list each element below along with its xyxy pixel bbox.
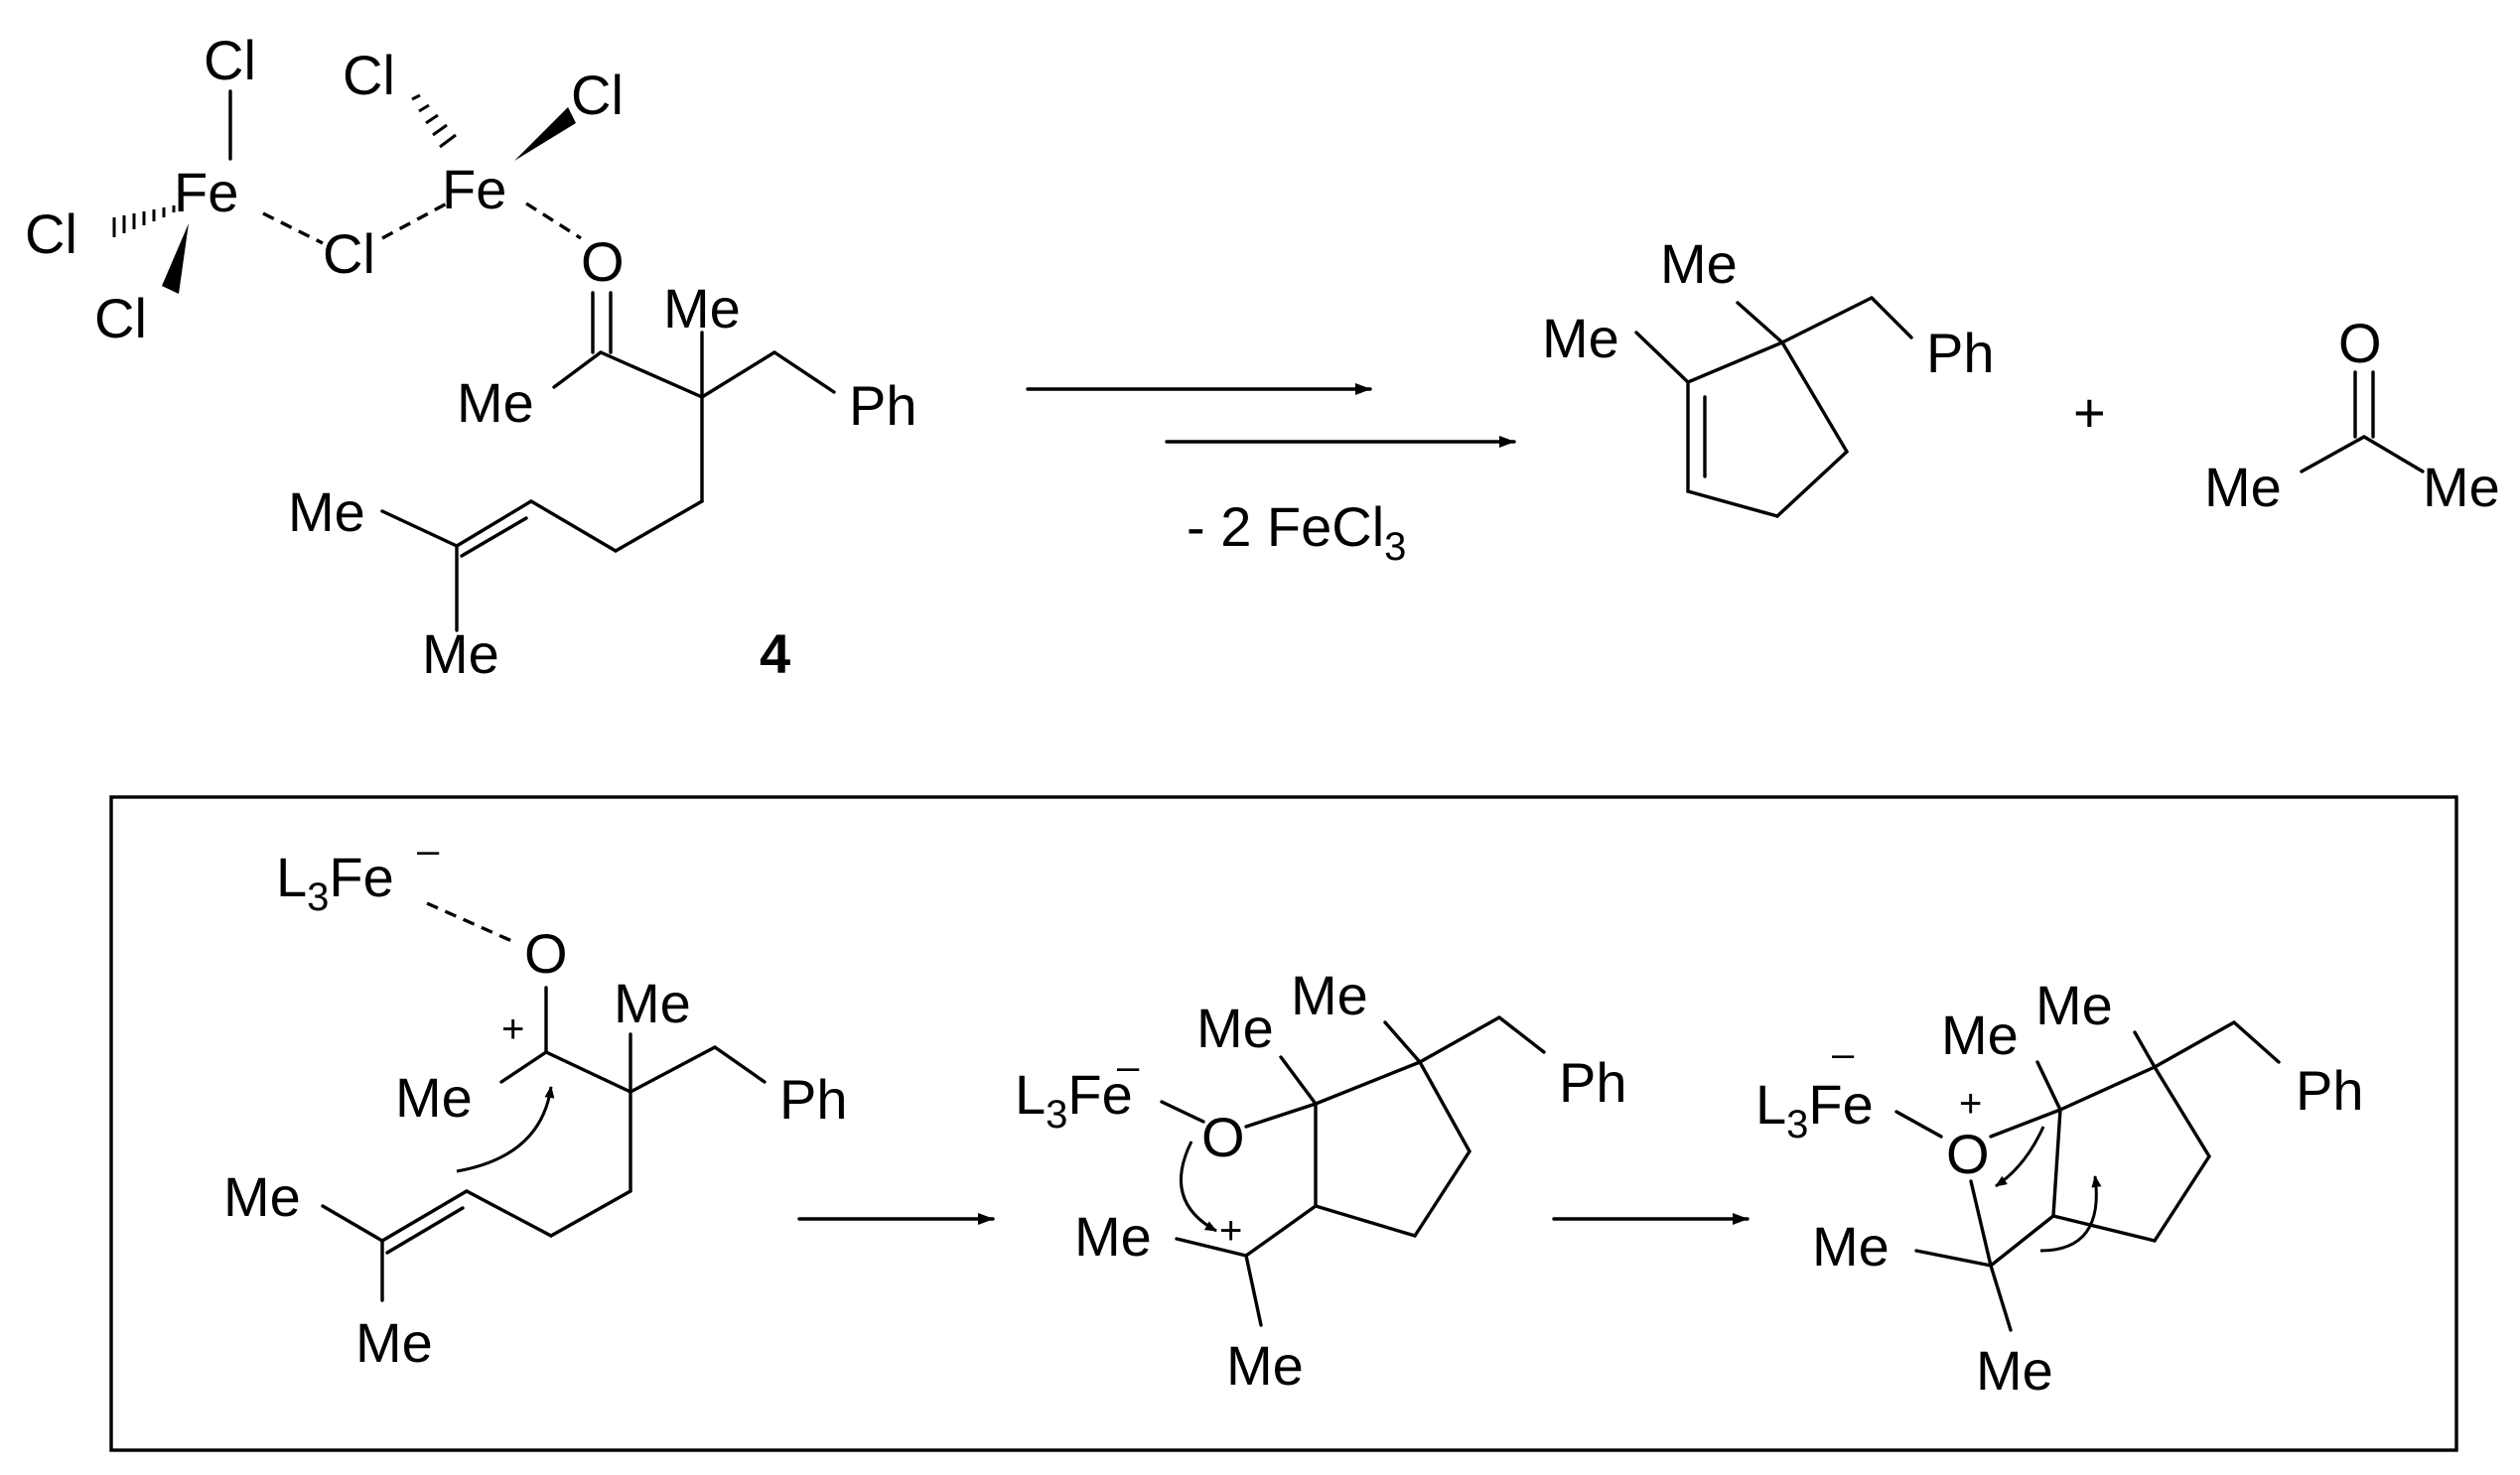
reagent-text: - 2 FeCl <box>1187 495 1384 558</box>
atom-label: Me <box>1812 1215 1890 1277</box>
reaction-arrows <box>1026 383 1516 448</box>
atom-label: Fe <box>174 161 238 223</box>
atom-label: Me <box>1074 1205 1152 1268</box>
atom-label: Me <box>395 1066 473 1129</box>
compound-number: 4 <box>760 622 790 685</box>
intermediate-oxocarbenium: L3Fe – O + Me Me Ph Me Me <box>223 829 848 1374</box>
atom-label: Ph <box>1559 1051 1627 1114</box>
svg-text:L3Fe: L3Fe <box>1755 1073 1874 1146</box>
atom-label: Me <box>422 622 499 685</box>
atom-label: Me <box>355 1311 433 1374</box>
atom-label: Ph <box>779 1068 848 1131</box>
negative-charge: – <box>417 829 440 872</box>
atom-label: Me <box>1660 232 1738 295</box>
atom-label: Me <box>663 277 741 339</box>
atom-label: Me <box>2204 456 2282 518</box>
atom-label: Me <box>2035 974 2113 1036</box>
svg-text:- 2 FeCl3: - 2 FeCl3 <box>1187 495 1406 569</box>
atom-label: Cl <box>94 287 147 349</box>
reagent-subscript: 3 <box>1384 525 1406 569</box>
atom-label: Cl <box>571 64 624 126</box>
plus-sign: + <box>2073 381 2106 444</box>
curly-arrow <box>1995 1126 2045 1188</box>
svg-text:L3Fe: L3Fe <box>276 846 394 919</box>
atom-label: Me <box>2423 456 2500 518</box>
positive-charge: + <box>501 1007 524 1051</box>
negative-charge: – <box>1832 1032 1855 1076</box>
positive-charge: + <box>1959 1082 1982 1126</box>
intermediate-oxonium: L3Fe – + O Me Me Ph Me Me <box>1755 974 2364 1402</box>
atom-label: O <box>1946 1123 1990 1185</box>
atom-label: O <box>524 922 568 985</box>
atom-label: Cl <box>323 222 375 285</box>
atom-label: Ph <box>849 374 917 437</box>
atom-label: Me <box>1941 1004 2019 1066</box>
curly-arrow <box>2039 1175 2102 1253</box>
atom-label: Me <box>457 371 534 434</box>
atom-label: Cl <box>25 202 77 265</box>
reagent-label: - 2 FeCl3 <box>1187 495 1406 569</box>
atom-label: Cl <box>204 29 256 91</box>
atom-label: Cl <box>343 44 395 106</box>
atom-label: Me <box>223 1165 301 1228</box>
atom-label: Me <box>1196 997 1274 1059</box>
atom-label: Ph <box>1926 322 1995 384</box>
intermediate-carbocation: L3Fe – O Me Me Ph + Me Me <box>1015 964 1627 1397</box>
atom-label: Me <box>288 480 365 543</box>
substrate-4-fecl3-complex: Cl Fe Cl Cl Cl Cl Fe Cl <box>25 29 917 685</box>
atom-label: Me <box>614 972 691 1034</box>
atom-label: Fe <box>442 158 506 220</box>
product-cyclopentene: Me Me Ph <box>1542 232 1995 518</box>
atom-label: Me <box>1542 307 1619 369</box>
atom-label: Me <box>1226 1334 1304 1397</box>
atom-label: O <box>1201 1106 1245 1168</box>
atom-label: O <box>581 230 625 293</box>
atom-label: Me <box>1976 1339 2053 1402</box>
mechanism-box <box>109 795 2458 1452</box>
atom-label: Me <box>1291 964 1368 1026</box>
negative-charge: – <box>1117 1045 1140 1089</box>
curly-arrow <box>1179 1140 1217 1233</box>
curly-arrow <box>456 1086 555 1173</box>
svg-text:L3Fe: L3Fe <box>1015 1063 1133 1137</box>
positive-charge: + <box>1219 1209 1242 1253</box>
atom-label: O <box>2338 312 2382 374</box>
atom-label: Ph <box>2296 1059 2364 1122</box>
product-acetone: O Me Me <box>2204 312 2500 518</box>
